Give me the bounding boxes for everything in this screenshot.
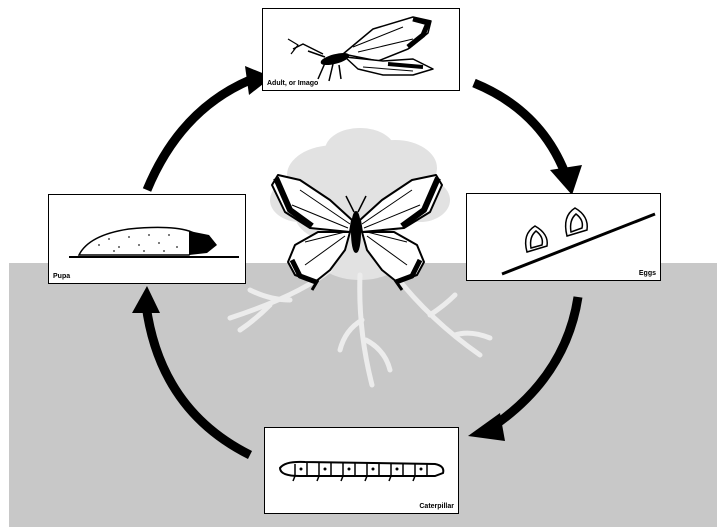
plant-roots	[230, 270, 490, 385]
stage-adult-box: Adult, or Imago	[262, 8, 460, 91]
stage-eggs-box: Eggs	[466, 193, 661, 281]
adult-butterfly-icon	[263, 9, 460, 91]
arrow-eggs-to-caterpillar	[495, 297, 578, 425]
stage-pupa-label: Pupa	[53, 273, 70, 280]
arrow-pupa-to-adult	[147, 80, 250, 190]
arrow-head-pupa	[132, 286, 160, 313]
caterpillar-icon	[265, 428, 459, 514]
arrow-head-caterpillar	[468, 413, 505, 441]
arrow-caterpillar-to-pupa	[146, 305, 250, 455]
stage-caterpillar-label: Caterpillar	[419, 503, 454, 510]
stage-caterpillar-box: Caterpillar	[264, 427, 459, 514]
arrow-adult-to-eggs	[474, 83, 565, 173]
stage-adult-label: Adult, or Imago	[267, 80, 318, 87]
arrow-head-eggs	[550, 165, 582, 195]
stage-pupa-box: Pupa	[48, 194, 246, 284]
pupa-icon	[49, 195, 246, 284]
eggs-icon	[467, 194, 661, 281]
stage-eggs-label: Eggs	[639, 270, 656, 277]
